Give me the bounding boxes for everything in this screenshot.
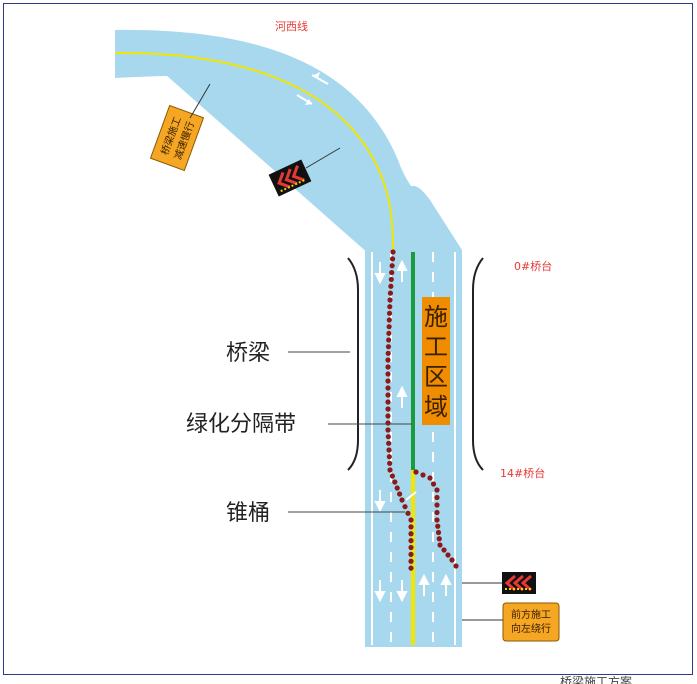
cone	[386, 447, 392, 453]
cone	[385, 357, 391, 363]
diagram-frame	[3, 3, 693, 675]
cone	[427, 475, 433, 481]
top-sign-leader	[189, 83, 211, 119]
curved-road	[115, 30, 462, 262]
cone	[420, 472, 426, 478]
cone	[385, 427, 391, 433]
curved-center-line	[114, 51, 394, 253]
abutment-14-label: 14#桥台	[500, 466, 545, 480]
cone	[435, 523, 441, 529]
detour-sign-line-1: 前方施工	[511, 608, 551, 621]
chevron-top-leader	[305, 147, 341, 169]
cone	[430, 481, 437, 487]
cone	[449, 557, 455, 563]
abutment-0-label: 0#桥台	[514, 259, 552, 273]
cone	[399, 497, 405, 503]
cone	[453, 563, 459, 569]
title-label: 河西线	[275, 19, 308, 33]
cone	[385, 434, 391, 440]
cone	[386, 440, 392, 446]
cone	[386, 337, 392, 343]
bridge-label: 桥梁	[226, 341, 270, 366]
cone	[434, 502, 440, 508]
cone	[397, 491, 403, 497]
cone	[435, 529, 442, 536]
zone-char-1: 施	[424, 303, 448, 331]
cone	[408, 551, 414, 557]
cone	[386, 310, 393, 316]
cone	[389, 256, 396, 262]
cone	[387, 460, 393, 466]
cone	[387, 467, 393, 473]
cone	[408, 524, 414, 530]
cone	[386, 330, 392, 336]
cone	[385, 392, 391, 398]
cone	[389, 269, 395, 276]
cone	[385, 344, 392, 350]
detour-sign-line-2: 向左绕行	[511, 622, 551, 635]
green-belt-label: 绿化分隔带	[186, 412, 296, 437]
chevron-sign-bottom	[502, 572, 536, 594]
zone-char-3: 区	[424, 363, 448, 391]
cone	[388, 276, 394, 283]
cone	[413, 469, 419, 475]
construction-zone	[422, 297, 450, 425]
cone	[437, 542, 443, 548]
cone	[445, 552, 451, 558]
cone	[388, 283, 394, 289]
cone	[387, 290, 394, 296]
cone	[405, 510, 411, 516]
cone	[408, 517, 414, 523]
cone	[408, 531, 414, 537]
cone	[408, 544, 414, 551]
lane-arrows	[374, 259, 452, 603]
cone	[385, 385, 391, 391]
cone	[389, 473, 395, 479]
cone	[441, 547, 447, 553]
cone	[402, 504, 408, 510]
cone	[392, 479, 398, 485]
chevron-sign-top	[268, 159, 312, 197]
cone	[387, 297, 393, 303]
detour-sign	[502, 602, 560, 642]
cone	[385, 406, 391, 412]
cone	[385, 420, 391, 426]
cone	[434, 517, 440, 523]
cone	[385, 378, 391, 384]
cone	[386, 317, 392, 323]
zone-char-2: 工	[424, 333, 448, 361]
cone-line	[385, 249, 459, 571]
curved-road-body	[115, 29, 462, 252]
cone	[387, 304, 393, 310]
cone	[434, 487, 440, 493]
cone	[389, 263, 395, 269]
cone	[385, 399, 391, 405]
bridge-bracket-left	[347, 257, 359, 471]
zone-char-4: 域	[424, 393, 448, 421]
slow-down-sign: 桥梁施工 减速慢行	[149, 104, 205, 172]
cone	[390, 249, 396, 255]
cones-label: 锥桶	[226, 501, 270, 526]
cone	[434, 494, 440, 501]
cone	[385, 371, 391, 377]
cone	[385, 413, 391, 419]
curve-arrow-2	[305, 99, 312, 105]
caption-partial: 桥梁施工方案	[560, 674, 632, 684]
cone	[385, 350, 391, 356]
cone	[394, 485, 400, 491]
cone	[386, 324, 392, 330]
cone	[408, 565, 414, 571]
cone	[408, 538, 414, 544]
bridge-bracket-right	[472, 257, 484, 471]
cone	[434, 509, 440, 516]
cone	[436, 536, 442, 542]
cone	[386, 454, 392, 460]
curve-arrow-1-shaft	[311, 74, 329, 85]
cone	[408, 558, 414, 564]
cone	[385, 364, 391, 370]
